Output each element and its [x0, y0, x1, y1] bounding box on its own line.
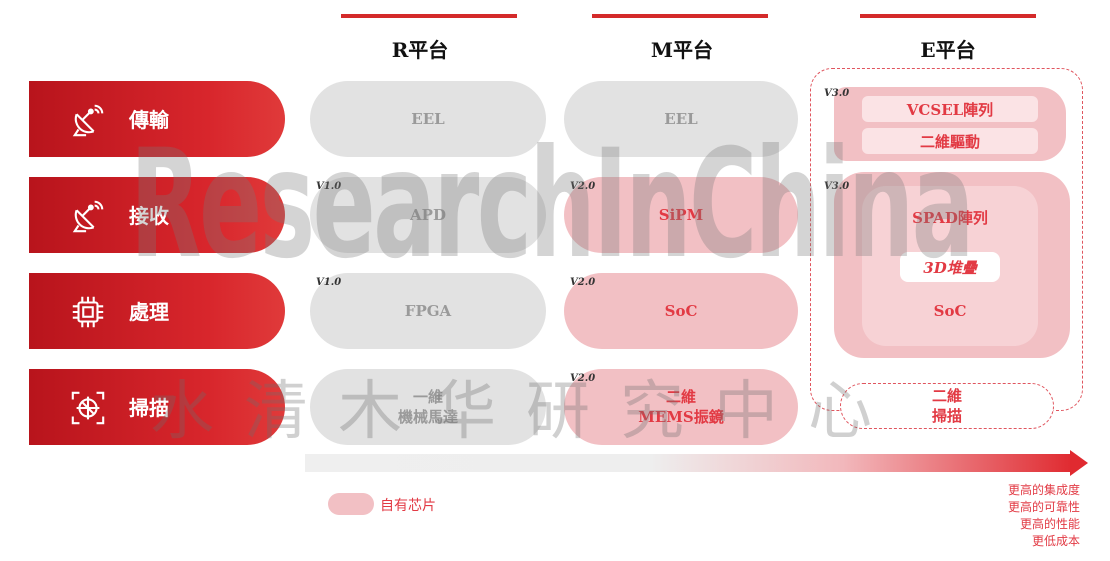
r-receive-apd: APD [310, 177, 546, 253]
m-receive-version: V2.0 [570, 181, 596, 192]
e-3d-stack-box [900, 252, 1000, 282]
progression-arrow [305, 454, 1073, 472]
m-process-soc: SoC [564, 273, 798, 349]
legend-label: 自有芯片 [380, 498, 436, 514]
satellite-dish-icon [72, 200, 104, 233]
m-process-version: V2.0 [570, 277, 596, 288]
r-process-version: V1.0 [316, 277, 342, 288]
benefits-list: 更高的集成度 更高的可靠性 更高的性能 更低成本 [1008, 482, 1080, 550]
category-label-transmit: 傳輸 [129, 108, 169, 132]
e-3d-stack: 3D堆疊 [923, 259, 977, 277]
m-receive-sipm: SiPM [564, 177, 798, 253]
m-scan-mems: 二維 MEMS振鏡 [564, 369, 798, 445]
benefit-cost: 更低成本 [1031, 534, 1080, 548]
e-spad-array: SPAD陣列 [912, 209, 988, 227]
category-scan: 掃描 [29, 369, 285, 445]
m-platform-bar [592, 14, 768, 18]
category-process: 處理 [29, 273, 285, 349]
satellite-dish-icon [72, 104, 104, 137]
e-vcsel-array: VCSEL陣列 [862, 96, 1038, 122]
r-scan-motor: 一維 機械馬達 [310, 369, 546, 445]
category-transmit: 傳輸 [29, 81, 285, 157]
e-2d-driver: 二維驅動 [862, 128, 1038, 154]
r-receive-version: V1.0 [316, 181, 342, 192]
r-platform-title: R平台 [391, 38, 449, 62]
r-transmit-eel: EEL [310, 81, 546, 157]
e-scan: 二維 掃描 [840, 383, 1054, 429]
benefit-reliability: 更高的可靠性 [1007, 500, 1080, 514]
chip-icon [72, 296, 104, 328]
e-platform-title: E平台 [920, 38, 976, 62]
r-platform-bar [341, 14, 517, 18]
e-platform-bar [860, 14, 1036, 18]
benefit-performance: 更高的性能 [1019, 517, 1080, 531]
legend-swatch [328, 493, 374, 515]
arrow-head-icon [1070, 450, 1088, 476]
r-process-fpga: FPGA [310, 273, 546, 349]
m-platform-title: M平台 [650, 38, 714, 62]
category-label-process: 處理 [129, 300, 169, 324]
m-transmit-eel: EEL [564, 81, 798, 157]
e-soc: SoC [933, 302, 967, 320]
benefit-integration: 更高的集成度 [1007, 483, 1080, 497]
category-label-receive: 接收 [129, 204, 169, 228]
category-label-scan: 掃描 [129, 396, 169, 420]
e-transmit-version: V3.0 [824, 88, 850, 99]
category-receive: 接收 [29, 177, 285, 253]
e-receive-version: V3.0 [824, 181, 850, 192]
m-scan-version: V2.0 [570, 373, 596, 384]
scan-target-icon [71, 391, 105, 425]
